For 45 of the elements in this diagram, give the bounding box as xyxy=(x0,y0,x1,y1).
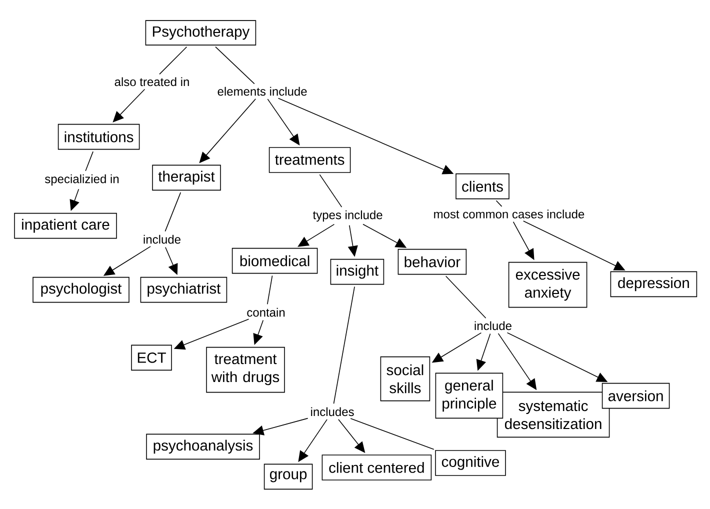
concept-box: social skills xyxy=(380,356,430,402)
concept-box: excessive anxiety xyxy=(508,262,588,308)
concept-box: depression xyxy=(610,271,698,298)
connector-line xyxy=(350,418,434,450)
concept-box: biomedical xyxy=(232,248,318,274)
concept-box: insight xyxy=(330,258,384,285)
concept-box: behavior xyxy=(398,248,467,275)
concept-box: clients xyxy=(456,173,510,200)
linking-phrase: also treated in xyxy=(114,77,189,86)
concept-box: psychiatrist xyxy=(140,276,228,303)
linking-phrase: types include xyxy=(312,210,382,222)
linking-phrase: includes xyxy=(311,407,354,416)
concept-box: group xyxy=(264,464,313,490)
connector-line xyxy=(266,275,273,305)
concept-box: systematic desensitization xyxy=(496,392,610,438)
linking-phrase: contain xyxy=(247,308,285,317)
arrow xyxy=(267,98,300,146)
connector-line xyxy=(159,46,188,75)
concept-box: Psychotherapy xyxy=(145,20,256,46)
concept-box: psychoanalysis xyxy=(146,434,260,460)
concept-box: treatments xyxy=(268,147,351,173)
arrow xyxy=(298,224,335,247)
concept-box: therapist xyxy=(152,164,221,191)
connector-line xyxy=(164,192,182,232)
concept-box: institutions xyxy=(58,124,140,150)
linking-phrase: include xyxy=(144,234,180,244)
concept-box: general principle xyxy=(435,372,504,419)
linking-phrase: specializied in xyxy=(44,174,119,186)
concept-box: aversion xyxy=(602,382,670,409)
concept-box: cognitive xyxy=(435,450,506,476)
connector-line xyxy=(445,276,486,319)
linking-phrase: most common cases include xyxy=(434,210,584,218)
connector-line xyxy=(215,46,255,84)
connector-line xyxy=(85,151,94,172)
linking-phrase: elements include xyxy=(218,86,307,96)
linking-phrase: include xyxy=(474,321,512,330)
connector-line xyxy=(319,174,342,208)
concept-box: client centered xyxy=(322,454,432,480)
arrow xyxy=(112,88,146,122)
concept-box: inpatient care xyxy=(14,212,117,239)
connector-line xyxy=(333,286,355,404)
concept-box: psychologist xyxy=(32,276,130,303)
concept-box: ECT xyxy=(131,344,172,371)
concept-box: treatment with drugs xyxy=(206,346,285,393)
connector-line xyxy=(496,200,502,207)
